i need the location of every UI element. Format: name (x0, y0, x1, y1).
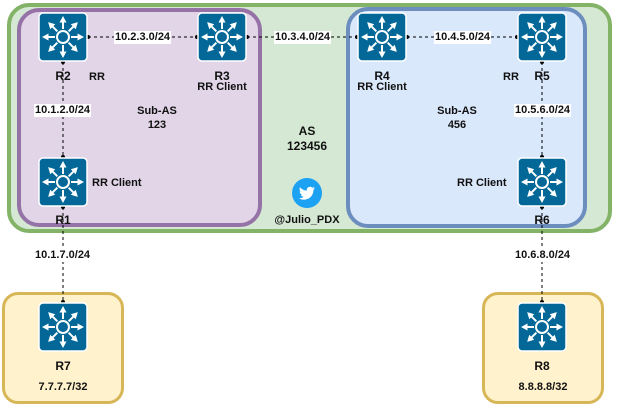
sub-as-456-title: Sub-AS (437, 105, 477, 117)
router-icon (517, 12, 567, 62)
router-r5[interactable] (517, 12, 567, 62)
r6-name: R6 (534, 213, 550, 227)
link-label-r5-r6: 10.5.6.0/24 (514, 104, 572, 117)
r3-role: RR Client (197, 81, 247, 93)
router-r4[interactable] (357, 12, 407, 62)
r2-name: R2 (55, 69, 71, 83)
link-label-r6-r8: 10.6.8.0/24 (514, 249, 572, 262)
router-r6[interactable] (517, 157, 567, 207)
sub-as-123-title: Sub-AS (137, 105, 177, 117)
twitter-bird-icon[interactable] (292, 178, 322, 208)
attribution-handle: @Julio_PDX (274, 214, 340, 226)
r7-name: R7 (55, 359, 71, 373)
router-r1[interactable] (38, 157, 88, 207)
router-icon (38, 12, 88, 62)
r6-role: RR Client (457, 177, 507, 189)
router-r7[interactable] (38, 302, 88, 352)
r8-name: R8 (534, 359, 550, 373)
sub-as-123-number: 123 (147, 119, 167, 131)
link-label-r2-r3: 10.2.3.0/24 (114, 31, 172, 44)
router-icon (357, 12, 407, 62)
router-icon (517, 302, 567, 352)
router-icon (517, 157, 567, 207)
r1-role: RR Client (92, 177, 142, 189)
r2-role: RR (89, 71, 105, 83)
link-label-r1-r7: 10.1.7.0/24 (34, 249, 92, 262)
r4-role: RR Client (357, 81, 407, 93)
as-title: AS (298, 124, 316, 138)
link-label-r4-r5: 10.4.5.0/24 (434, 31, 492, 44)
router-icon (38, 302, 88, 352)
r5-role: RR (503, 71, 519, 83)
router-r8[interactable] (517, 302, 567, 352)
router-icon (197, 12, 247, 62)
r5-name: R5 (534, 69, 550, 83)
r8-address: 8.8.8.8/32 (518, 381, 568, 393)
r3-name: R3 (214, 69, 230, 83)
sub-as-456-number: 456 (447, 119, 467, 131)
router-r3[interactable] (197, 12, 247, 62)
r7-address: 7.7.7.7/32 (38, 381, 88, 393)
link-label-r1-r2: 10.1.2.0/24 (34, 104, 92, 117)
r4-name: R4 (374, 69, 390, 83)
as-number: 123456 (286, 139, 328, 153)
router-icon (38, 157, 88, 207)
r1-name: R1 (55, 213, 71, 227)
link-label-r3-r4: 10.3.4.0/24 (274, 31, 332, 44)
router-r2[interactable] (38, 12, 88, 62)
